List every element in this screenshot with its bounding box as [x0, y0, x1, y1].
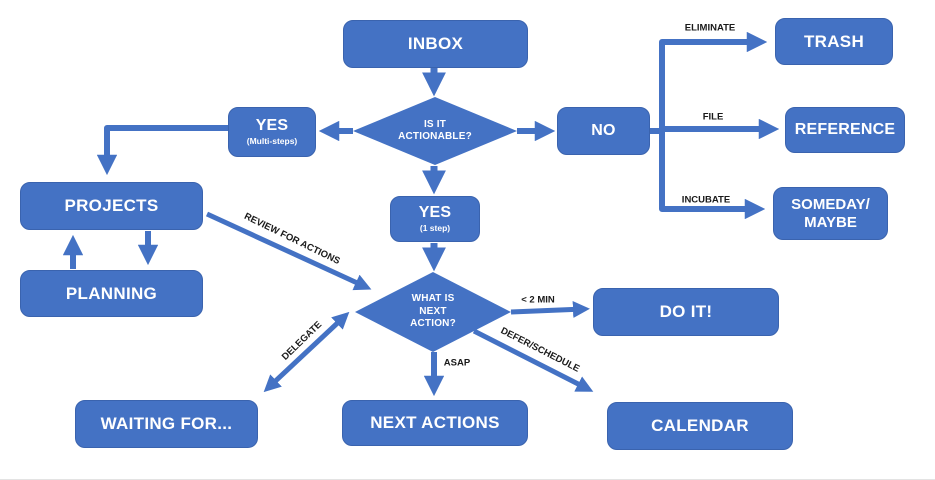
node-no: NO	[557, 107, 650, 155]
connector-yes-multi-to-projects	[96, 125, 228, 176]
node-calendar-label: CALENDAR	[651, 416, 749, 436]
node-reference-label: REFERENCE	[794, 120, 896, 138]
node-next-actions-label: NEXT ACTIONS	[370, 413, 500, 433]
connector-delegate-to-waiting	[263, 311, 350, 393]
node-reference: REFERENCE	[785, 107, 905, 153]
connector-review-for-actions	[205, 211, 372, 291]
node-yes-one-sublabel: (1 step)	[419, 222, 451, 233]
node-inbox-label: INBOX	[407, 34, 464, 54]
node-no-label: NO	[591, 121, 616, 139]
node-someday-line1: SOMEDAY/	[791, 196, 870, 214]
node-someday-line2: MAYBE	[804, 213, 857, 231]
node-planning: PLANNING	[20, 270, 203, 317]
edge-label-file: FILE	[702, 111, 724, 123]
edge-label-less-than-2-min: < 2 MIN	[521, 294, 555, 306]
edge-label-asap: ASAP	[443, 357, 471, 369]
node-someday-maybe: SOMEDAY/ MAYBE	[773, 187, 888, 240]
node-projects: PROJECTS	[20, 182, 203, 230]
decision-nextaction-line3: ACTION?	[410, 318, 456, 330]
connector-defer-to-calendar	[472, 328, 594, 392]
node-yes-one-step: YES (1 step)	[390, 196, 480, 242]
node-projects-label: PROJECTS	[64, 196, 159, 216]
node-do-it: DO IT!	[593, 288, 779, 336]
edge-label-eliminate: ELIMINATE	[684, 22, 736, 34]
node-trash: TRASH	[775, 18, 893, 65]
decision-actionable-line2: ACTIONABLE?	[398, 131, 472, 142]
node-yes-multi-sublabel: (Multi-steps)	[246, 135, 298, 146]
connector-2min-to-doit	[510, 300, 590, 318]
node-waiting-for: WAITING FOR...	[75, 400, 258, 448]
node-planning-label: PLANNING	[65, 283, 158, 303]
node-do-it-label: DO IT!	[659, 302, 713, 322]
node-trash-label: TRASH	[803, 31, 865, 51]
node-next-actions: NEXT ACTIONS	[342, 400, 528, 446]
connector-eliminate-to-trash	[659, 31, 768, 129]
node-inbox: INBOX	[343, 20, 528, 68]
edge-label-incubate: INCUBATE	[681, 194, 731, 206]
decision-nextaction-line1: WHAT IS	[411, 293, 455, 305]
node-yes-one-label: YES	[418, 204, 452, 222]
decision-nextaction-line2: NEXT	[419, 305, 447, 317]
connector-incubate-to-someday	[659, 129, 766, 220]
node-yes-multi-steps: YES (Multi-steps)	[228, 107, 316, 157]
decision-actionable-line1: IS IT	[423, 118, 447, 130]
node-waiting-for-label: WAITING FOR...	[100, 414, 233, 434]
node-calendar: CALENDAR	[607, 402, 793, 450]
node-yes-multi-label: YES	[255, 117, 289, 135]
